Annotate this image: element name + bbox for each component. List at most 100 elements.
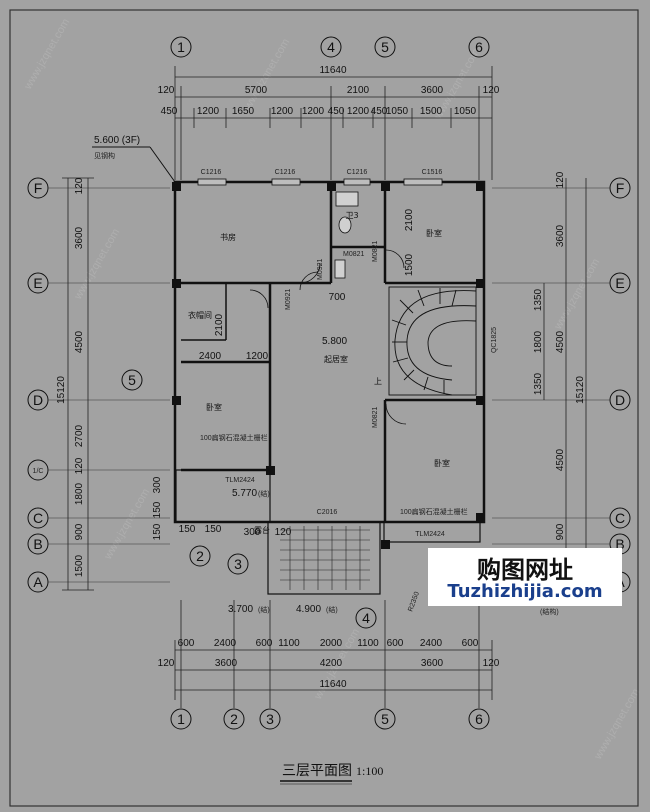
dim: 3600 bbox=[555, 224, 566, 247]
dim-total-bottom: 11640 bbox=[319, 679, 347, 690]
axis-label: 1 bbox=[177, 39, 185, 55]
axis-label: 1/C bbox=[33, 468, 44, 475]
left-dimension-lines bbox=[62, 177, 94, 591]
roof-note: 见钢构 bbox=[94, 151, 115, 160]
detail-label: 5 bbox=[128, 372, 136, 388]
dim: 1500 bbox=[74, 554, 85, 577]
axis-label: F bbox=[616, 180, 625, 196]
axis-label: E bbox=[33, 275, 42, 291]
axis-label: 6 bbox=[475, 711, 483, 727]
dim: 120 bbox=[555, 171, 566, 188]
dim: 1500 bbox=[404, 253, 415, 276]
room-labels: 书房 卧室 衣帽间 起居室 卧室 卧室 卫3 露台 上 bbox=[188, 211, 450, 535]
dim: 3600 bbox=[215, 658, 238, 669]
dim: 4500 bbox=[74, 330, 85, 353]
dim-total-top: 11640 bbox=[319, 65, 347, 76]
level-eave-right-unit: (结) bbox=[326, 605, 338, 614]
bottom-dimension-text: 600 2400 600 1100 2000 1100 600 2400 600… bbox=[158, 638, 500, 690]
door-tag: M0921 bbox=[317, 258, 324, 280]
level-eave-left-unit: (结) bbox=[258, 605, 270, 614]
dim: 700 bbox=[329, 292, 346, 303]
level-eave-left: 3.700 bbox=[228, 604, 253, 615]
window-tag: C1516 bbox=[422, 169, 443, 176]
door-tag: M0821 bbox=[343, 251, 365, 258]
dim: 1800 bbox=[533, 330, 544, 353]
dim: 1050 bbox=[454, 106, 477, 117]
axis-label: 5 bbox=[381, 39, 389, 55]
dim: 2400 bbox=[214, 638, 237, 649]
detail-label: 3 bbox=[234, 556, 242, 572]
dim: 600 bbox=[387, 638, 404, 649]
door-tag: M0821 bbox=[372, 240, 379, 262]
axis-label: 4 bbox=[327, 39, 335, 55]
dim: 600 bbox=[462, 638, 479, 649]
top-windows bbox=[197, 178, 443, 186]
dim-total-right: 15120 bbox=[575, 376, 586, 404]
room-wc: 卫3 bbox=[345, 211, 358, 220]
drawing-title: 三层平面图 1:100 bbox=[280, 763, 383, 785]
dim: 5700 bbox=[245, 85, 268, 96]
dim: 2100 bbox=[347, 85, 370, 96]
axis-label: E bbox=[615, 275, 624, 291]
dim: 120 bbox=[74, 457, 85, 474]
dim: 4500 bbox=[555, 330, 566, 353]
dim: 450 bbox=[161, 106, 178, 117]
room-study: 书房 bbox=[220, 232, 236, 242]
level-main: 5.800 bbox=[322, 336, 347, 347]
sheet-border bbox=[9, 9, 639, 807]
dim: 1650 bbox=[232, 106, 255, 117]
axis-label: C bbox=[615, 510, 625, 526]
left-dimension-text: 120 3600 4500 2700 120 1800 300 150 900 … bbox=[56, 177, 196, 577]
axis-label: B bbox=[615, 536, 624, 552]
dim: 900 bbox=[555, 523, 566, 540]
dim: 4200 bbox=[320, 658, 343, 669]
rise-note: R2350 bbox=[407, 591, 421, 613]
dim: 120 bbox=[483, 85, 500, 96]
axis-label: 1 bbox=[177, 711, 185, 727]
spiral-stair bbox=[388, 286, 477, 396]
door-tag: M0821 bbox=[372, 406, 379, 428]
axis-label: 5 bbox=[381, 711, 389, 727]
level-marks: 5.800 5.770 (结) 3.700 (结) 4.900 (结) (结构) bbox=[228, 336, 559, 616]
stair-up: 上 bbox=[374, 377, 382, 386]
wc-fixtures bbox=[334, 191, 359, 279]
dim: 120 bbox=[158, 658, 175, 669]
balcony-hatch bbox=[280, 526, 370, 590]
dim: 3600 bbox=[421, 658, 444, 669]
closet-partition bbox=[181, 283, 227, 341]
dim: 600 bbox=[256, 638, 273, 649]
roof-level-tag: 5.600 (3F) 见钢构 bbox=[92, 135, 176, 183]
detail-label: 4 bbox=[362, 610, 370, 626]
logo-url: Tuzhizhijia.com bbox=[447, 581, 603, 602]
bottom-dimension-lines bbox=[174, 600, 493, 708]
door-tag: M0921 bbox=[285, 288, 292, 310]
window-tag: C2016 bbox=[317, 509, 338, 516]
interior-dims: 2100 1500 700 2100 2400 1200 300 120 150 bbox=[199, 208, 415, 538]
top-axis-bubbles: 1 4 5 6 bbox=[170, 36, 490, 58]
dim: 900 bbox=[74, 523, 85, 540]
rail-note-left: 100扁钢石混凝土栅栏 bbox=[200, 433, 268, 442]
right-dimension-text: 120 3600 4500 4500 900 15120 1350 1800 1… bbox=[533, 171, 586, 540]
detail-bubbles: 5 2 3 4 bbox=[121, 369, 377, 629]
site-logo: 购图网址 Tuzhizhijia.com bbox=[428, 548, 622, 606]
dim: 1200 bbox=[246, 351, 269, 362]
top-dimensions bbox=[174, 66, 493, 180]
dim: 120 bbox=[74, 177, 85, 194]
door-tags: M0821 M0821 M0921 M0921 M0821 bbox=[285, 240, 379, 428]
window-tag: TLM2424 bbox=[415, 531, 445, 538]
room-bedroom-ne: 卧室 bbox=[426, 228, 442, 238]
level-terrace: 5.770 bbox=[232, 488, 257, 499]
dim: 2100 bbox=[214, 313, 225, 336]
dim: 2400 bbox=[420, 638, 443, 649]
dim: 1200 bbox=[197, 106, 220, 117]
axis-label: F bbox=[34, 180, 43, 196]
rail-note-right: 100扁钢石混凝土栅栏 bbox=[400, 507, 468, 516]
bottom-axis-bubbles: 1 2 3 5 6 bbox=[170, 708, 490, 730]
dim: 450 bbox=[328, 106, 345, 117]
watermark: www.jzqnet.com bbox=[242, 37, 293, 113]
room-living: 起居室 bbox=[324, 354, 348, 364]
dim: 1200 bbox=[271, 106, 294, 117]
dim: 2100 bbox=[404, 208, 415, 231]
room-bedroom-se: 卧室 bbox=[434, 458, 450, 468]
dim: 2000 bbox=[320, 638, 343, 649]
